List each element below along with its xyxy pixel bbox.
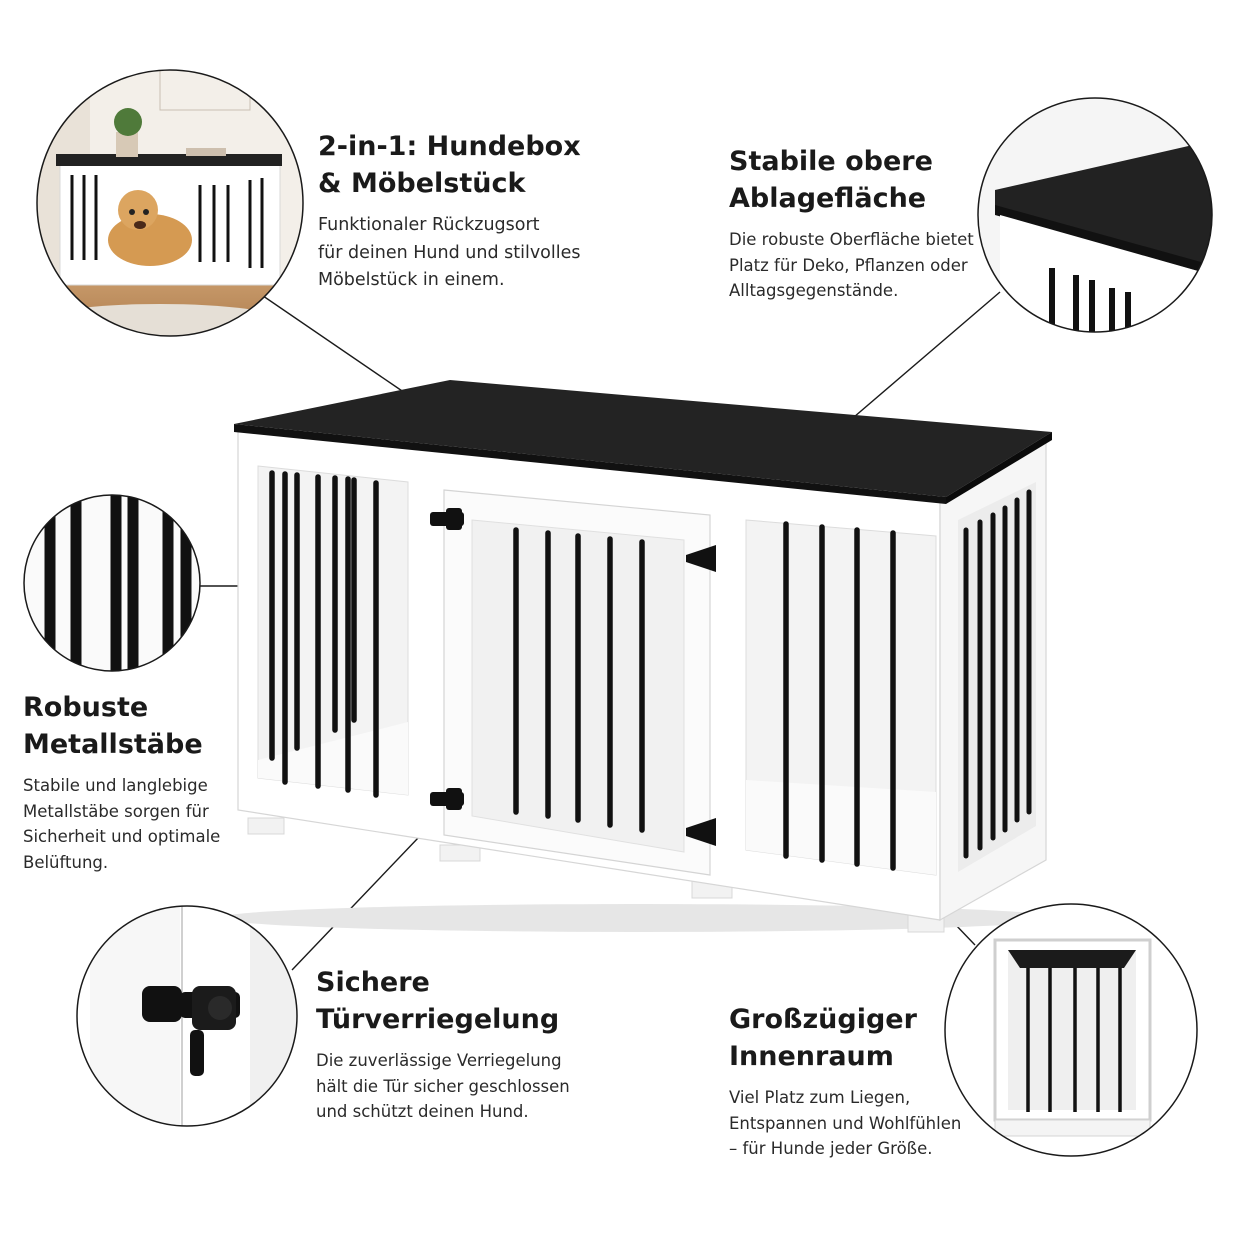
door-lock-detail-image [77, 906, 297, 1126]
room-scene-image [37, 70, 303, 336]
feature-description: Stabile und langlebige Metallstäbe sorge… [23, 776, 221, 872]
feature-description: Funktionaler Rückzugsort für deinen Hund… [318, 215, 581, 290]
feature-two-in-one: 2-in-1: Hundebox & Möbelstück Funktional… [318, 128, 608, 295]
latch-hardware [430, 508, 716, 846]
feature-title: Robuste Metallstäbe [23, 692, 203, 760]
feature-description: Viel Platz zum Liegen, Entspannen und Wo… [729, 1088, 962, 1158]
feature-description: Die zuverlässige Verriegelung hält die T… [316, 1051, 570, 1121]
feature-interior: Großzügiger Innenraum Viel Platz zum Lie… [729, 1001, 969, 1162]
main-crate [220, 380, 1060, 933]
feature-door-lock: Sichere Türverriegelung Die zuverlässige… [316, 964, 606, 1125]
top-surface-detail-image [978, 98, 1212, 332]
feature-title: Sichere Türverriegelung [316, 967, 560, 1035]
feature-title: Großzügiger Innenraum [729, 1004, 917, 1072]
interior-detail-image [945, 904, 1197, 1156]
feature-description: Die robuste Oberfläche bietet Platz für … [729, 230, 974, 300]
feature-title: Stabile obere Ablagefläche [729, 146, 933, 214]
feature-metal-bars: Robuste Metallstäbe Stabile und langlebi… [23, 689, 243, 875]
feature-title: 2-in-1: Hundebox & Möbelstück [318, 131, 581, 199]
feature-top-surface: Stabile obere Ablagefläche Die robuste O… [729, 143, 989, 304]
metal-bars-detail-image [24, 495, 200, 671]
